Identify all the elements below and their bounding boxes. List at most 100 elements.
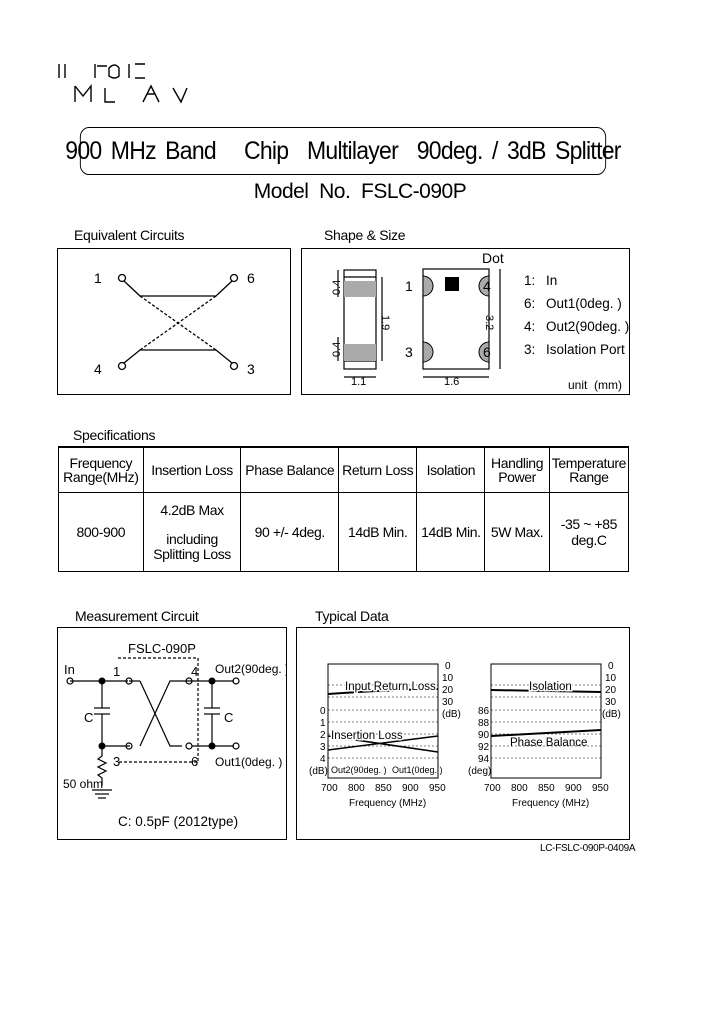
chart2-right-tick-10: 10 bbox=[605, 673, 617, 684]
legend-num-4: 4: bbox=[524, 319, 535, 334]
chart1-xlabel: Frequency (MHz) bbox=[349, 798, 426, 809]
dim-1.6: 1.6 bbox=[444, 376, 459, 388]
chart1-right-tick-10: 10 bbox=[442, 673, 454, 684]
chart2-x-tick-700: 700 bbox=[484, 783, 501, 794]
out2-label: Out2(90deg. ) bbox=[215, 662, 286, 676]
chart1-right-tick-30: 30 bbox=[442, 697, 454, 708]
terminator-label: 50 ohm bbox=[63, 777, 103, 791]
legend-num-6: 6: bbox=[524, 296, 535, 311]
chart2-right-tick-0: 0 bbox=[608, 661, 614, 672]
legend-text-4: Out2(90deg. ) bbox=[546, 319, 629, 334]
cell-frequency: 800-900 bbox=[58, 492, 144, 572]
cell-phase-balance: 90 +/- 4deg. bbox=[240, 492, 340, 572]
il-note-1: including bbox=[166, 530, 218, 547]
out1-label: Out1(0deg. ) bbox=[215, 755, 282, 769]
chart2-x-tick-800: 800 bbox=[511, 783, 528, 794]
col-insertion-loss: Insertion Loss bbox=[142, 446, 242, 493]
pad-3 bbox=[422, 341, 434, 363]
col-return-loss: Return Loss bbox=[338, 446, 418, 493]
model-number: Model No. FSLC-090P bbox=[253, 180, 467, 203]
node-4: 4 bbox=[191, 664, 198, 679]
chart2-left-tick-86: 86 bbox=[478, 706, 490, 717]
chart2-right-tick-20: 20 bbox=[605, 685, 617, 696]
chart2-right-tick-30: 30 bbox=[605, 697, 617, 708]
chart1-x-tick-850: 850 bbox=[375, 783, 392, 794]
chart2-x-tick-900: 900 bbox=[565, 783, 582, 794]
cell-isolation: 14dB Min. bbox=[416, 492, 486, 572]
dim-1.1: 1.1 bbox=[351, 376, 366, 388]
measurement-circuit-diagram: FSLC-090P In 1 4 3 6 C C Out2(90deg. ) O… bbox=[63, 641, 289, 829]
shape-size-box: 0.4 0.4 1.9 3.2 1.1 1.6 Dot 1 3 4 6 1: I… bbox=[301, 248, 630, 395]
specifications-label: Specifications bbox=[73, 427, 156, 443]
chart2-left-unit: (deg) bbox=[468, 766, 491, 777]
document-number: LC-FSLC-090P-0409A bbox=[540, 843, 636, 854]
part-name: FSLC-090P bbox=[128, 641, 196, 656]
pin-3-label: 3 bbox=[405, 344, 413, 360]
unit-label: unit (mm) bbox=[568, 378, 622, 392]
node-1: 1 bbox=[113, 664, 120, 679]
chart1-right-tick-0: 0 bbox=[445, 661, 451, 672]
legend-text-6: Out1(0deg. ) bbox=[546, 296, 622, 311]
col-isolation: Isolation bbox=[416, 446, 486, 493]
eq-pin-6: 6 bbox=[247, 270, 255, 286]
chart2-frame bbox=[490, 663, 602, 779]
eq-pin-4: 4 bbox=[94, 361, 102, 377]
col-handling-power: Handling Power bbox=[484, 446, 550, 493]
chart2-x-tick-850: 850 bbox=[538, 783, 555, 794]
col-phase-balance: Phase Balance bbox=[240, 446, 340, 493]
legend-num-1: 1: bbox=[524, 273, 535, 288]
chart1-return-label: Input Return Loss bbox=[345, 681, 436, 693]
node-6: 6 bbox=[191, 754, 198, 769]
col-temperature: Temperature Range bbox=[548, 446, 630, 493]
cell-temperature: -35 ~ +85 deg.C bbox=[548, 492, 630, 572]
pad-6 bbox=[478, 341, 490, 363]
chart1-left-tick-1: 1 bbox=[320, 718, 326, 729]
chip-side-outline bbox=[343, 269, 377, 370]
chart1-left-tick-2: 2 bbox=[320, 730, 326, 741]
title-box: 900 MHz Band Chip Multilayer 90deg. / 3d… bbox=[65, 127, 621, 175]
equivalent-circuits-label: Equivalent Circuits bbox=[74, 227, 185, 243]
measurement-circuit-label: Measurement Circuit bbox=[75, 608, 199, 624]
chart2-left-tick-92: 92 bbox=[478, 742, 490, 753]
temp-range: -35 ~ +85 bbox=[560, 516, 618, 532]
typical-data-label: Typical Data bbox=[315, 608, 389, 624]
document-title: 900 MHz Band Chip Multilayer 90deg. / 3d… bbox=[65, 136, 621, 165]
dim-1.9: 1.9 bbox=[379, 315, 391, 330]
equivalent-circuit-diagram: 1 6 4 3 bbox=[94, 270, 255, 377]
chart2-isolation-label: Isolation bbox=[529, 681, 572, 693]
chart1-left-tick-4: 4 bbox=[320, 754, 326, 765]
capacitor-right-label: C bbox=[224, 710, 233, 725]
legend-num-3: 3: bbox=[524, 342, 535, 357]
chart1-return-loss-line bbox=[327, 688, 439, 695]
typical-data-box: Input Return Loss Insertion Loss Out2(90… bbox=[296, 627, 630, 840]
chart1-left-tick-0: 0 bbox=[320, 706, 326, 717]
pin-6-label: 6 bbox=[483, 344, 491, 360]
dim-3.2: 3.2 bbox=[483, 315, 495, 330]
specifications-table: Frequency Range(MHz) Insertion Loss Phas… bbox=[58, 446, 630, 572]
eq-pin-1: 1 bbox=[94, 270, 102, 286]
dot-label: Dot bbox=[482, 250, 504, 266]
pad-4 bbox=[478, 275, 490, 297]
chart1-x-tick-900: 900 bbox=[402, 783, 419, 794]
dim-0.4-bottom: 0.4 bbox=[331, 342, 343, 357]
chart2-left-tick-88: 88 bbox=[478, 718, 490, 729]
equivalent-circuit-box: 1 6 4 3 bbox=[57, 248, 291, 395]
chart2-left-tick-90: 90 bbox=[478, 730, 490, 741]
chart1-out1-label: Out1(0deg. ) bbox=[392, 765, 443, 775]
chart1-out1-line bbox=[327, 735, 439, 751]
chart1-out2-label: Out2(90deg. ) bbox=[331, 765, 387, 775]
typical-data-charts: Input Return Loss Insertion Loss Out2(90… bbox=[309, 661, 621, 809]
pad-1 bbox=[422, 275, 434, 297]
legend-text-3: Isolation Port bbox=[546, 342, 625, 357]
company-logo bbox=[58, 63, 188, 104]
chart2-phase-label: Phase Balance bbox=[510, 737, 587, 749]
cell-insertion-loss: 4.2dB Max including Splitting Loss bbox=[142, 492, 242, 572]
il-note-2: Splitting Loss bbox=[153, 545, 231, 562]
chart1-x-tick-700: 700 bbox=[321, 783, 338, 794]
terminal-bottom bbox=[344, 344, 376, 361]
capacitor-note: C: 0.5pF (2012type) bbox=[118, 814, 238, 829]
chart2-phase-line bbox=[490, 729, 602, 737]
measurement-circuit-box: FSLC-090P In 1 4 3 6 C C Out2(90deg. ) O… bbox=[57, 627, 289, 840]
chart1-right-tick-20: 20 bbox=[442, 685, 454, 696]
chip-dimension-drawing: 0.4 0.4 1.9 3.2 1.1 1.6 Dot 1 3 4 6 1: I… bbox=[331, 250, 629, 392]
